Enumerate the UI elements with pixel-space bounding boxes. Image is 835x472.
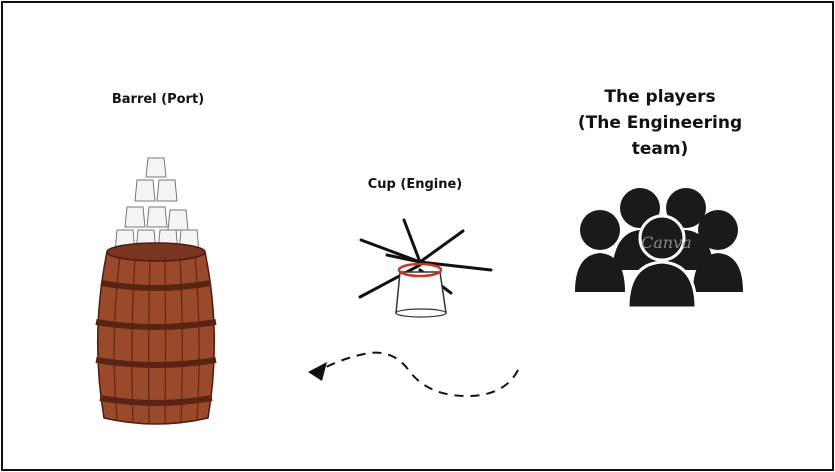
stacked-cups-icon [115, 158, 199, 252]
barrel-icon [96, 243, 216, 424]
watermark-text: Canva [641, 233, 692, 252]
cup-icon [360, 220, 491, 317]
dashed-arrow-icon [308, 353, 518, 396]
